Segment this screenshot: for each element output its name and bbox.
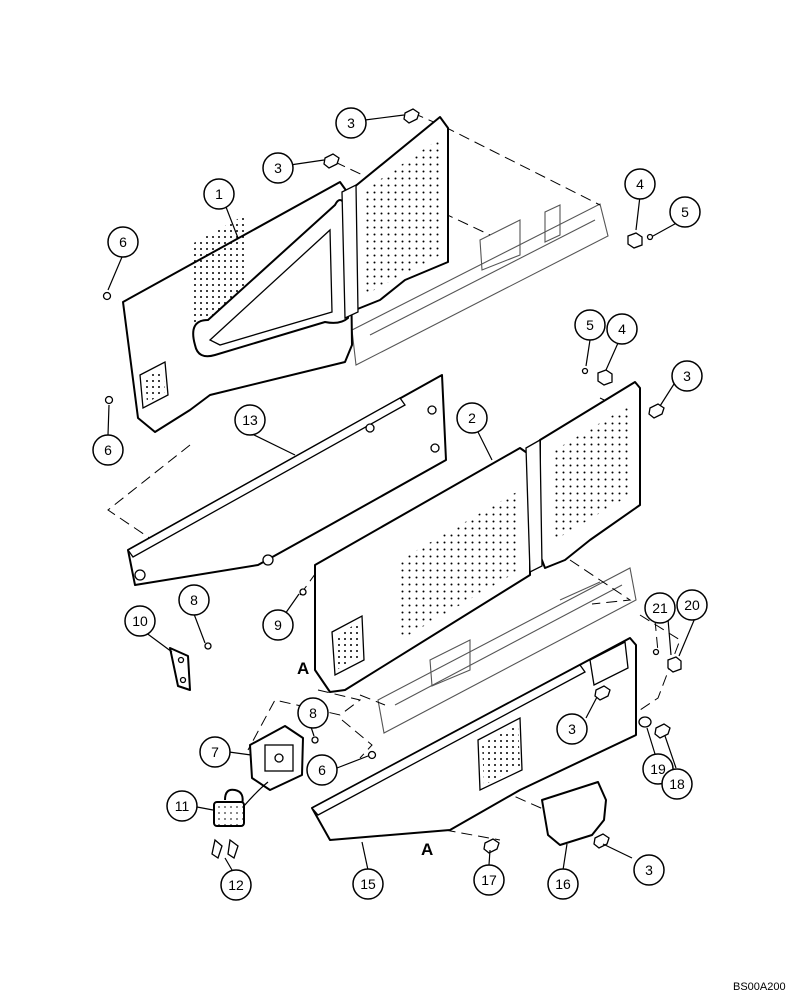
callout-label: 3 [347, 115, 355, 131]
callout: 5 [669, 196, 701, 228]
callout-label: 1 [215, 186, 223, 202]
callout: 4 [624, 168, 656, 200]
callout: 8 [297, 697, 329, 729]
padlock-11 [213, 781, 269, 827]
bracket-10 [169, 647, 191, 691]
callout-label: 3 [683, 368, 691, 384]
support-bar [127, 374, 447, 586]
callout-label: 20 [684, 597, 700, 613]
callout: 4 [606, 313, 638, 345]
callout-label: 9 [274, 617, 282, 633]
lower-right-panel [525, 381, 641, 574]
callout: 7 [199, 736, 231, 768]
callout: 5 [574, 309, 606, 341]
callout-label: 2 [468, 410, 476, 426]
callout: 3 [671, 360, 703, 392]
callout-label: 19 [650, 761, 666, 777]
callout-label: 8 [309, 705, 317, 721]
callout-label: 11 [175, 798, 190, 814]
callout-label: 3 [274, 160, 282, 176]
callout-label: 6 [318, 762, 326, 778]
callout: 6 [92, 434, 124, 466]
callout: 6 [107, 226, 139, 258]
callout-label: 15 [360, 876, 376, 892]
callout: 13 [234, 404, 266, 436]
leader-lines [107, 114, 696, 871]
callout: 12 [220, 869, 252, 901]
cover-16 [541, 781, 607, 846]
callout: 20 [676, 589, 708, 621]
callout-label: 6 [119, 234, 127, 250]
callout: 16 [547, 868, 579, 900]
frame-rail-upper [351, 203, 609, 366]
callout: 9 [262, 609, 294, 641]
callout-label: 12 [228, 877, 244, 893]
upper-left-panel [122, 181, 353, 433]
callout-label: 10 [132, 613, 148, 629]
latch-7 [249, 725, 304, 791]
callout-label: 13 [242, 412, 258, 428]
callout: 17 [473, 864, 505, 896]
callout-label: 3 [568, 721, 576, 737]
callout-label: 5 [681, 204, 689, 220]
callout: 15 [352, 868, 384, 900]
callout: 2 [456, 402, 488, 434]
callout: 1 [203, 178, 235, 210]
callout: 3 [556, 713, 588, 745]
callout-label: 4 [636, 176, 644, 192]
callout: 8 [178, 584, 210, 616]
lower-panel-15 [310, 637, 637, 841]
callout: 10 [124, 605, 156, 637]
callout: 21 [644, 592, 676, 624]
callout-label: 5 [586, 317, 594, 333]
view-letter-a-upper: A [297, 659, 309, 678]
callout: 6 [306, 754, 338, 786]
callout-label: 4 [618, 321, 626, 337]
keys-12 [211, 838, 239, 860]
callout: 3 [262, 152, 294, 184]
hardware [102, 108, 682, 854]
callout-label: 3 [645, 862, 653, 878]
view-letter-a-lower: A [421, 840, 433, 859]
callout-label: 6 [104, 442, 112, 458]
callout-label: 16 [555, 876, 571, 892]
callout-label: 17 [481, 872, 497, 888]
frame-rail-lower [377, 567, 637, 734]
callout: 18 [661, 768, 693, 800]
lower-left-panel [314, 447, 531, 693]
callout-label: 7 [211, 744, 219, 760]
drawing-code: BS00A200 [733, 981, 786, 993]
callout-label: 8 [190, 592, 198, 608]
upper-right-panel [341, 116, 449, 320]
callout-label: 18 [669, 776, 685, 792]
callout-label: 21 [652, 600, 668, 616]
callout: 3 [633, 854, 665, 886]
callout: 3 [335, 107, 367, 139]
callout: 11 [166, 790, 198, 822]
